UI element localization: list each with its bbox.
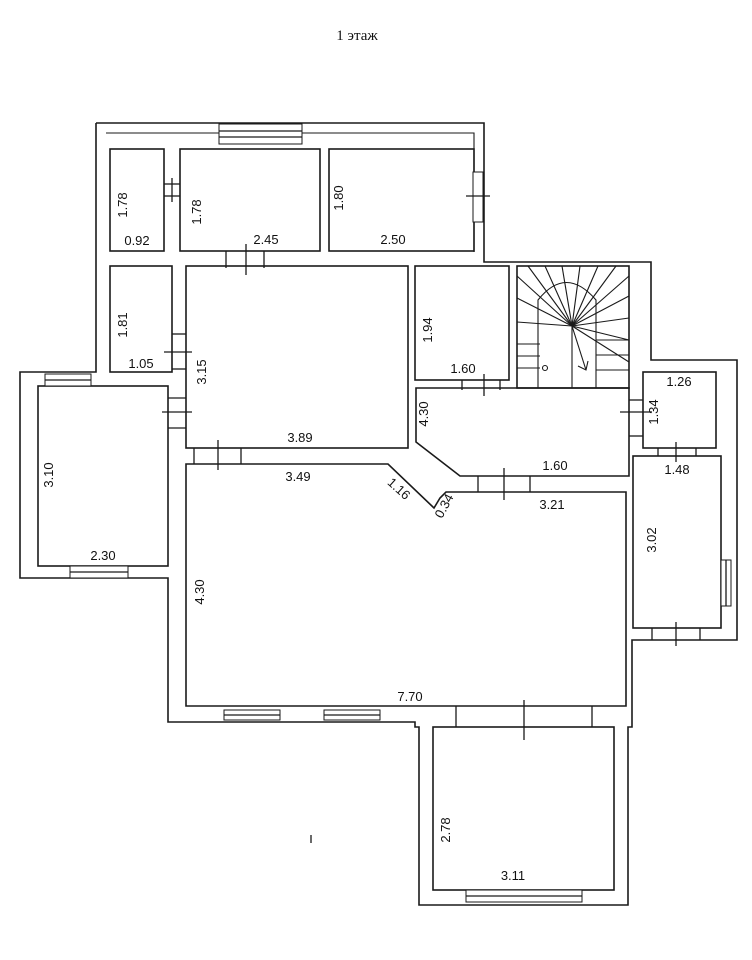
door-room-10 bbox=[477, 468, 531, 500]
window-room-10-a bbox=[223, 709, 281, 721]
window-top bbox=[218, 123, 303, 145]
dim-r11-h: 3.02 bbox=[644, 527, 659, 552]
room-2 bbox=[179, 148, 321, 252]
door-room-5 bbox=[193, 440, 242, 470]
dim-r2-w: 2.45 bbox=[253, 232, 278, 247]
dim-r3-h: 1.80 bbox=[331, 185, 346, 210]
dim-r10-w2: 3.21 bbox=[539, 497, 564, 512]
window-room-10-b bbox=[323, 709, 381, 721]
window-room-12 bbox=[465, 889, 583, 903]
dim-r10-d1: 1.16 bbox=[385, 475, 414, 503]
room-4 bbox=[109, 265, 173, 373]
door-room-7 bbox=[620, 399, 652, 437]
room-12 bbox=[432, 726, 615, 891]
room-10 bbox=[185, 463, 627, 707]
dim-r1-w: 0.92 bbox=[124, 233, 149, 248]
window-room-3 bbox=[466, 171, 490, 223]
dim-r11-w: 1.48 bbox=[664, 462, 689, 477]
dim-r4-w: 1.05 bbox=[128, 356, 153, 371]
window-room-11 bbox=[720, 559, 732, 607]
room-5 bbox=[185, 265, 409, 449]
dim-r10-h: 4.30 bbox=[192, 579, 207, 604]
door-room-2 bbox=[225, 244, 265, 275]
door-room-1 bbox=[164, 178, 180, 202]
dim-r4-h: 1.81 bbox=[115, 312, 130, 337]
staircase bbox=[516, 265, 630, 389]
window-room-9-top bbox=[44, 373, 92, 387]
door-room-12 bbox=[455, 700, 593, 740]
dim-r6-w: 1.60 bbox=[450, 361, 475, 376]
dim-r5-w: 3.89 bbox=[287, 430, 312, 445]
dim-r10-w1: 3.49 bbox=[285, 469, 310, 484]
dim-r9-w: 2.30 bbox=[90, 548, 115, 563]
dim-r10-w: 7.70 bbox=[397, 689, 422, 704]
dim-r8-h: 1.34 bbox=[646, 399, 661, 424]
dim-r1-h: 1.78 bbox=[115, 192, 130, 217]
dim-r9-h: 3.10 bbox=[41, 462, 56, 487]
room-8 bbox=[642, 371, 717, 449]
door-room-11 bbox=[651, 622, 701, 646]
door-room-6 bbox=[461, 374, 501, 396]
room-7 bbox=[415, 387, 630, 477]
floor-title: 1 этаж bbox=[336, 28, 378, 44]
dim-r6-h: 1.94 bbox=[420, 317, 435, 342]
room-9 bbox=[37, 385, 169, 567]
room-1 bbox=[109, 148, 165, 252]
dim-r12-w: 3.11 bbox=[501, 868, 525, 883]
door-room-8 bbox=[657, 442, 697, 462]
dim-r10-d2: 0.34 bbox=[431, 491, 456, 520]
dim-r5-h: 3.15 bbox=[194, 359, 209, 384]
door-room-9 bbox=[162, 397, 192, 429]
window-room-9-bottom bbox=[69, 565, 129, 579]
dim-r7-w: 1.60 bbox=[542, 458, 567, 473]
dim-r2-h: 1.78 bbox=[189, 199, 204, 224]
room-11 bbox=[632, 455, 722, 629]
dim-r3-w: 2.50 bbox=[380, 232, 405, 247]
dim-r7-h: 4.30 bbox=[416, 401, 431, 426]
dim-r12-h: 2.78 bbox=[438, 817, 453, 842]
door-room-4 bbox=[164, 333, 192, 370]
dim-r8-w: 1.26 bbox=[666, 374, 691, 389]
